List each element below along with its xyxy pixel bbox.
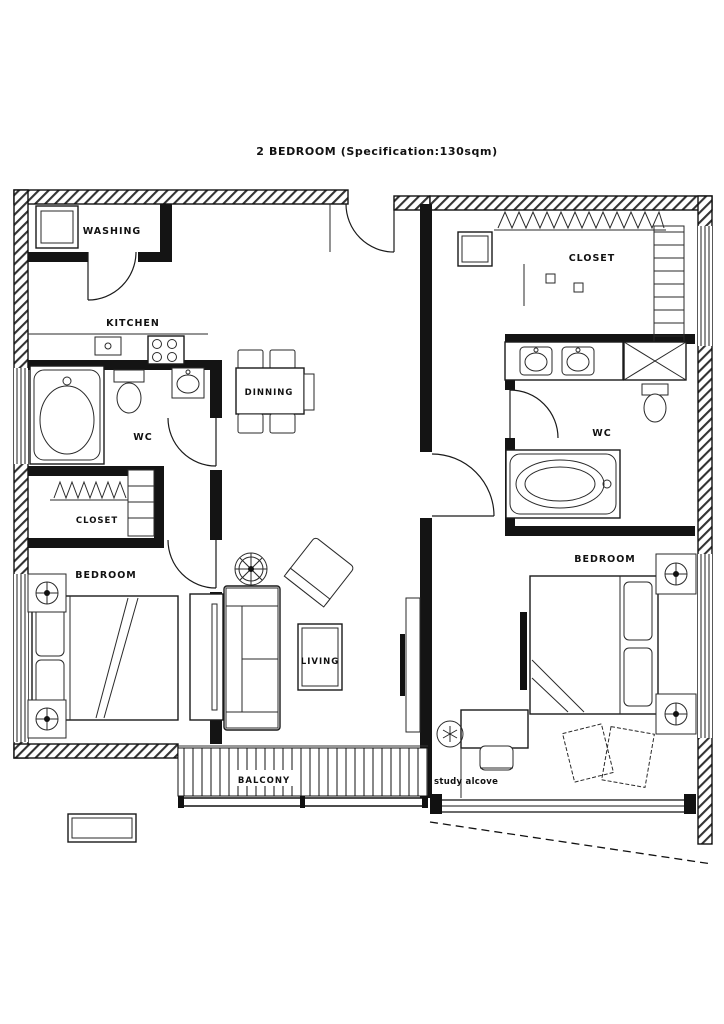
plant-icon <box>436 720 464 748</box>
fan-icon <box>234 552 268 586</box>
hangers-right-icon <box>497 210 665 230</box>
washing-label: WASHING <box>83 226 141 237</box>
sofa <box>223 585 281 731</box>
closet-right-label: CLOSET <box>569 253 616 264</box>
washing-door-arc <box>87 251 137 301</box>
doors <box>87 203 559 589</box>
balcony: BALCONY <box>67 747 429 843</box>
toilet-left <box>113 369 145 414</box>
overhang-dashed-line <box>429 821 713 865</box>
desk-chair <box>479 745 514 771</box>
closet-right: CLOSET <box>457 210 685 345</box>
armchair <box>283 537 354 608</box>
dresser-left <box>189 593 224 721</box>
bedroom-left-label: BEDROOM <box>75 570 137 581</box>
closet-left: CLOSET <box>50 469 155 537</box>
dining-label: DINNING <box>245 388 294 398</box>
study-label: study alcove <box>434 777 498 787</box>
dining-area: DINNING <box>235 349 315 434</box>
entry-door-arc <box>345 203 395 253</box>
wc-left-door-arc <box>167 417 217 467</box>
plan-title: 2 BEDROOM (Specification:130sqm) <box>256 145 497 158</box>
tv-cabinet-living <box>405 597 421 733</box>
bedroom-right-label: BEDROOM <box>574 554 636 565</box>
rug <box>601 726 655 788</box>
closet-left-label: CLOSET <box>76 516 118 526</box>
wc-left: WC <box>29 365 205 465</box>
tv-living <box>400 634 405 696</box>
closet-stool <box>457 231 493 267</box>
nightstand-lamp <box>27 573 67 613</box>
bathtub-left <box>29 365 105 465</box>
tv-bedroom-right <box>520 612 527 690</box>
rug <box>561 723 615 783</box>
hangers-left-icon <box>53 480 127 500</box>
bedroom-left-door-arc <box>167 539 217 589</box>
washbasin-left <box>171 367 205 399</box>
bathtub-right <box>505 449 621 519</box>
kitchen-label: KITCHEN <box>106 318 160 329</box>
coffee-table <box>297 623 343 691</box>
shower <box>623 341 687 381</box>
bed-right <box>529 575 659 715</box>
bedroom-left: BEDROOM <box>27 570 224 739</box>
bedroom-right: BEDROOM <box>520 553 697 735</box>
living-room: LIVING <box>223 537 421 733</box>
washing-machine <box>35 205 79 249</box>
toilet-right <box>641 383 669 423</box>
nightstand-lamp <box>655 693 697 735</box>
planter-box <box>67 813 137 843</box>
nightstand-lamp <box>27 699 67 739</box>
kitchen-sink <box>94 336 122 356</box>
living-label: LIVING <box>301 657 339 667</box>
wc-right-door-arc <box>509 389 559 439</box>
suite-door-arc <box>431 453 495 517</box>
balcony-label: BALCONY <box>238 776 290 786</box>
desk <box>460 709 529 749</box>
washing-room: WASHING <box>35 205 141 249</box>
dining-table <box>235 367 305 415</box>
windows <box>14 226 712 752</box>
study-alcove: study alcove <box>429 709 713 865</box>
wc-right: WC <box>504 341 687 519</box>
wc-left-label: WC <box>133 432 152 443</box>
towel-ladder <box>653 225 685 345</box>
bed-left <box>31 595 179 721</box>
kitchen: KITCHEN <box>28 318 208 365</box>
wc-right-label: WC <box>592 428 611 439</box>
nightstand-lamp <box>655 553 697 595</box>
pillow <box>623 647 653 707</box>
pillow <box>623 581 653 641</box>
